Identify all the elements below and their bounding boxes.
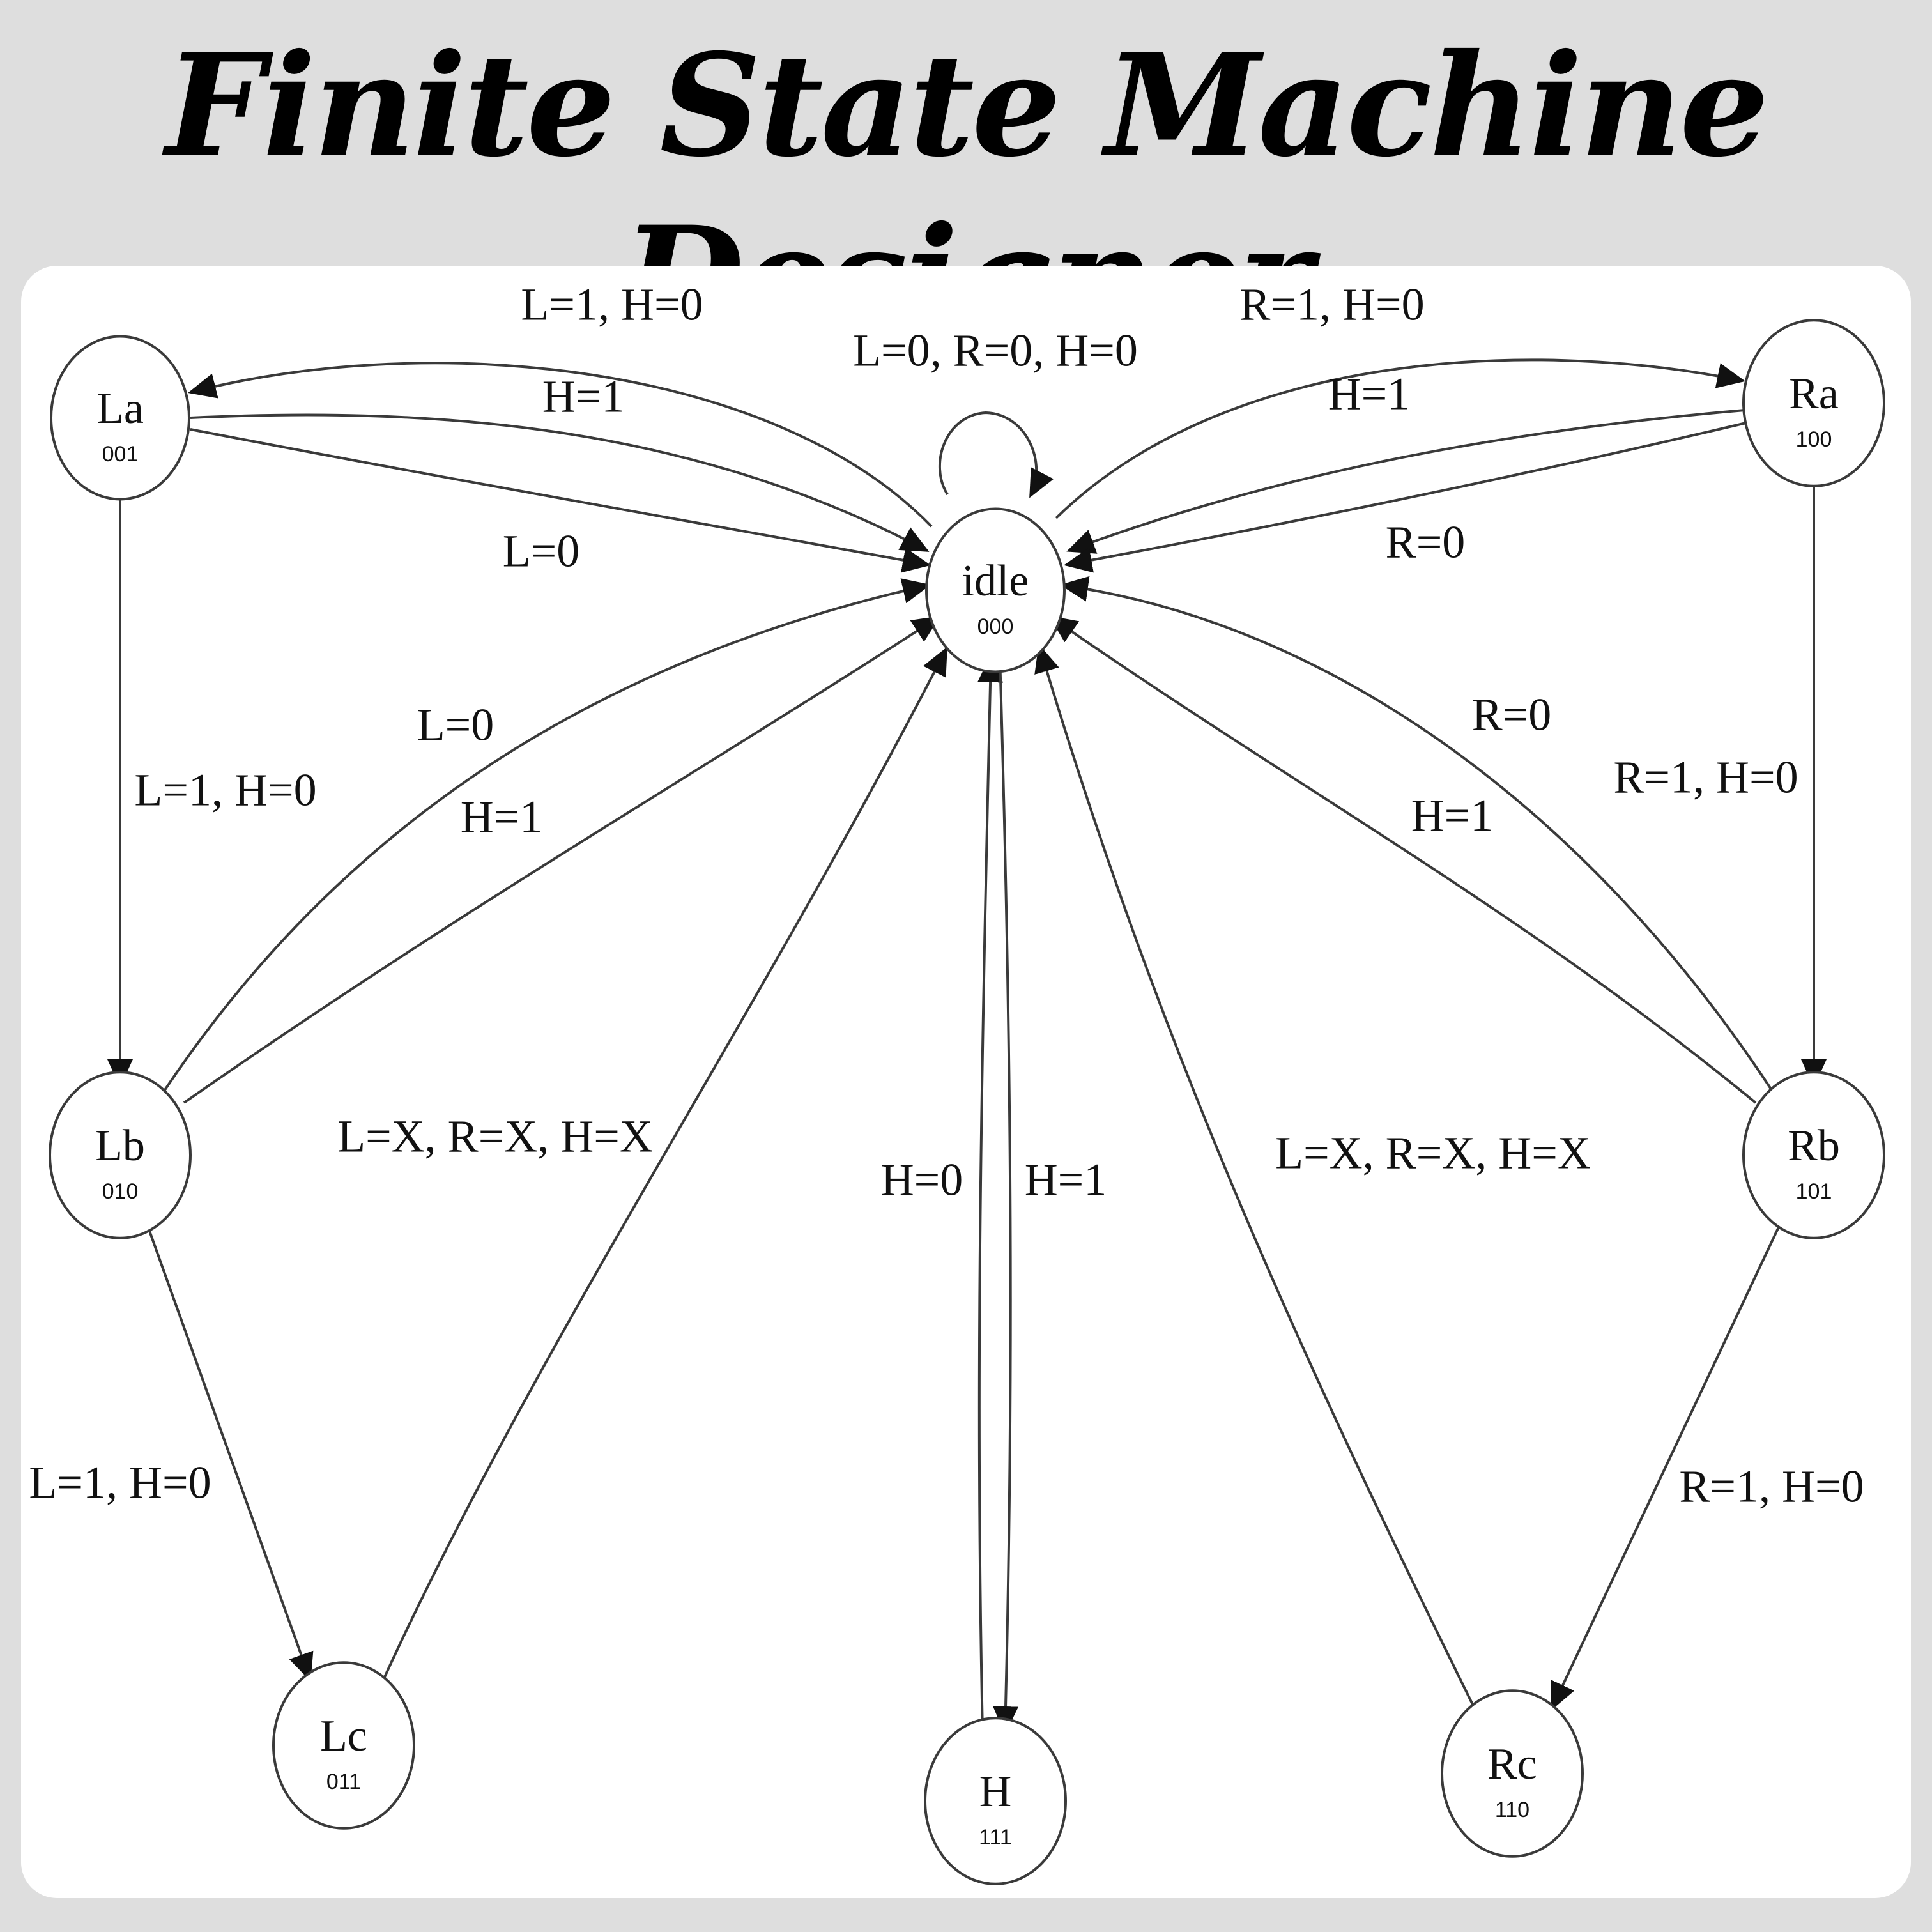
state-name: La xyxy=(96,384,144,433)
state-code: 100 xyxy=(1796,427,1832,452)
transition-arrow-Rb-Rc[interactable] xyxy=(1551,1220,1783,1711)
state-node-Lb[interactable]: Lb 010 xyxy=(49,1071,192,1239)
transition-arrow-La-idle-l[interactable] xyxy=(190,428,931,573)
state-code: 011 xyxy=(326,1770,361,1794)
state-name: idle xyxy=(962,556,1029,606)
transitions-layer xyxy=(107,358,1827,1735)
state-node-La[interactable]: La 001 xyxy=(50,335,190,501)
transition-label-idle-Ra[interactable]: R=1, H=0 xyxy=(1239,279,1424,330)
transition-label-Rb-idle-r[interactable]: R=0 xyxy=(1472,689,1552,740)
transition-arrow-idle-Ra[interactable] xyxy=(1055,358,1745,519)
state-code: 001 xyxy=(102,442,139,466)
state-node-idle[interactable]: idle 000 xyxy=(925,507,1066,673)
transition-arrow-Ra-idle-r[interactable] xyxy=(1064,422,1747,573)
transition-arrow-idle-self[interactable] xyxy=(938,411,1054,498)
transition-labels-layer: L=0, R=0, H=0L=1, H=0H=1L=0R=1, H=0H=1R=… xyxy=(29,279,1864,1512)
state-circle[interactable] xyxy=(49,1071,192,1239)
state-code: 101 xyxy=(1796,1179,1832,1204)
state-name: H xyxy=(979,1767,1012,1816)
state-node-Lc[interactable]: Lc 011 xyxy=(272,1661,415,1830)
transition-label-Ra-idle-r[interactable]: R=0 xyxy=(1386,517,1466,568)
state-node-Ra[interactable]: Ra 100 xyxy=(1742,319,1885,487)
state-circle[interactable] xyxy=(925,507,1066,673)
state-circle[interactable] xyxy=(924,1717,1067,1885)
transition-arrow-H-idle[interactable] xyxy=(977,654,1004,1733)
state-node-Rb[interactable]: Rb 101 xyxy=(1742,1071,1885,1239)
transition-label-Ra-idle-h[interactable]: H=1 xyxy=(1328,369,1411,420)
state-code: 010 xyxy=(102,1179,139,1204)
state-circle[interactable] xyxy=(1742,319,1885,487)
state-code: 000 xyxy=(977,615,1014,639)
state-circle[interactable] xyxy=(272,1661,415,1830)
transition-label-idle-self[interactable]: L=0, R=0, H=0 xyxy=(853,325,1138,376)
transition-label-Lb-idle-h[interactable]: H=1 xyxy=(461,792,543,843)
transition-arrow-idle-La[interactable] xyxy=(188,362,933,528)
transition-label-Lc-idle[interactable]: L=X, R=X, H=X xyxy=(337,1111,653,1162)
transition-arrow-Lb-idle-h[interactable] xyxy=(183,615,941,1104)
state-circle[interactable] xyxy=(1742,1071,1885,1239)
state-name: Lc xyxy=(320,1712,367,1761)
state-name: Rb xyxy=(1788,1121,1840,1170)
transition-label-H-idle[interactable]: H=0 xyxy=(881,1154,963,1206)
transition-label-La-idle-l[interactable]: L=0 xyxy=(503,526,580,577)
transition-arrow-Lb-Lc[interactable] xyxy=(144,1220,314,1682)
transition-arrow-Lb-idle-l[interactable] xyxy=(164,578,931,1091)
transition-arrow-La-idle-h[interactable] xyxy=(190,413,930,552)
transition-label-idle-H[interactable]: H=1 xyxy=(1025,1154,1107,1206)
transition-label-Lb-Lc[interactable]: L=1, H=0 xyxy=(29,1457,211,1508)
transition-label-Ra-Rb[interactable]: R=1, H=0 xyxy=(1613,752,1798,803)
state-name: Lb xyxy=(95,1121,145,1170)
state-code: 111 xyxy=(979,1825,1012,1850)
state-circle[interactable] xyxy=(50,335,190,501)
transition-label-Rb-idle-h[interactable]: H=1 xyxy=(1411,790,1494,841)
transition-label-Rc-idle[interactable]: L=X, R=X, H=X xyxy=(1275,1128,1591,1179)
state-circle[interactable] xyxy=(1441,1689,1584,1858)
state-node-H[interactable]: H 111 xyxy=(924,1717,1067,1885)
transition-arrow-idle-H[interactable] xyxy=(993,656,1019,1735)
transition-arrow-Rb-idle-r[interactable] xyxy=(1060,576,1773,1091)
state-code: 110 xyxy=(1495,1798,1529,1822)
transition-label-La-idle-h[interactable]: H=1 xyxy=(542,371,625,422)
transition-arrow-Rc-idle[interactable] xyxy=(1034,644,1476,1710)
state-name: Rc xyxy=(1487,1740,1537,1789)
state-node-Rc[interactable]: Rc 110 xyxy=(1441,1689,1584,1858)
transition-label-La-Lb[interactable]: L=1, H=0 xyxy=(134,765,316,816)
transition-label-Lb-idle-l[interactable]: L=0 xyxy=(417,700,494,751)
state-name: Ra xyxy=(1789,369,1839,418)
transition-arrow-Rb-idle-h[interactable] xyxy=(1048,615,1757,1104)
transition-arrow-Ra-idle-h[interactable] xyxy=(1066,409,1745,554)
transition-label-idle-La[interactable]: L=1, H=0 xyxy=(521,279,703,330)
transition-arrow-Lc-idle[interactable] xyxy=(380,647,947,1685)
transition-label-Rb-Rc[interactable]: R=1, H=0 xyxy=(1679,1461,1864,1512)
